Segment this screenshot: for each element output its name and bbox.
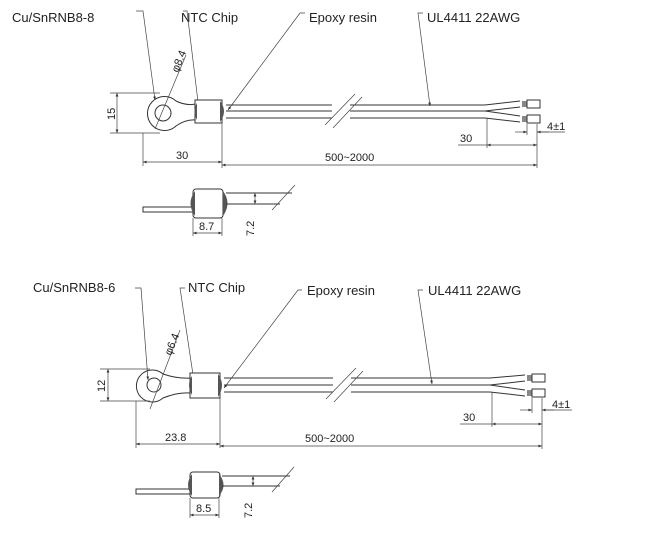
- ring-hole: [154, 104, 172, 122]
- epoxy-right: [219, 474, 224, 496]
- ring-height: 12: [96, 380, 108, 392]
- body-height: 7.2: [243, 503, 255, 518]
- assembly-1-top-view: Cu/SnRNB8-8 NTC Chip Epoxy resin UL4411 …: [12, 10, 565, 168]
- chip-body-side: [192, 188, 224, 219]
- strip-length: 4±1: [552, 399, 570, 411]
- break-symbol: [324, 93, 363, 129]
- terminal-label: Cu/SnRNB8-8: [12, 10, 94, 25]
- chip-label: NTC Chip: [188, 280, 245, 295]
- hole-diameter: φ6.4: [163, 332, 183, 357]
- epoxy-left: [188, 474, 192, 496]
- terminal-leader: [136, 10, 156, 101]
- wire-label: UL4411 22AWG: [427, 10, 520, 25]
- epoxy-right: [223, 191, 228, 216]
- lead-wires: [224, 373, 546, 398]
- break-symbol: [325, 367, 364, 403]
- epoxy-seal: [218, 374, 222, 397]
- body-length: 8.7: [199, 221, 214, 233]
- assembly-2-side-view: 8.5 7.2: [135, 466, 295, 518]
- body-length: 8.5: [196, 503, 211, 515]
- hole-diameter: φ8.4: [170, 49, 190, 74]
- split-length: 30: [463, 412, 475, 424]
- ring-terminal: [147, 96, 197, 131]
- terminal-label: Cu/SnRNB8-6: [33, 280, 115, 295]
- diameter-line: [149, 329, 181, 410]
- wire-leader: [417, 12, 431, 107]
- chip-leader: [183, 10, 200, 111]
- epoxy-label: Epoxy resin: [307, 283, 375, 298]
- terminal-strip: [142, 206, 194, 213]
- wire-label: UL4411 22AWG: [428, 283, 521, 298]
- ntc-chip-body: [189, 372, 221, 399]
- wire-length: 500~2000: [325, 152, 374, 164]
- split-length: 30: [460, 133, 472, 145]
- chip-body-side: [189, 471, 221, 499]
- ring-height: 15: [106, 108, 118, 120]
- ntc-chip-body: [194, 99, 223, 124]
- diameter-line: [154, 54, 187, 130]
- chip-edge: [189, 376, 192, 395]
- epoxy-leader: [227, 12, 305, 111]
- strip-length: 4±1: [547, 121, 565, 133]
- wire-length: 500~2000: [305, 433, 354, 445]
- terminal-strip: [135, 488, 191, 495]
- chip-label: NTC Chip: [181, 10, 238, 25]
- ring-hole: [146, 377, 162, 393]
- lead-wires: [226, 99, 541, 124]
- ring-terminal: [135, 369, 191, 403]
- assembly-1-side-view: 8.7 7.2: [142, 184, 296, 236]
- epoxy-left: [190, 191, 195, 216]
- body-height: 7.2: [245, 221, 257, 236]
- assembly-2-top-view: Cu/SnRNB8-6 NTC Chip Epoxy resin UL4411 …: [33, 280, 572, 449]
- epoxy-seal: [220, 101, 224, 122]
- terminal-length: 30: [176, 150, 188, 162]
- epoxy-label: Epoxy resin: [309, 10, 377, 25]
- terminal-length: 23.8: [165, 432, 186, 444]
- chip-edge: [194, 103, 197, 120]
